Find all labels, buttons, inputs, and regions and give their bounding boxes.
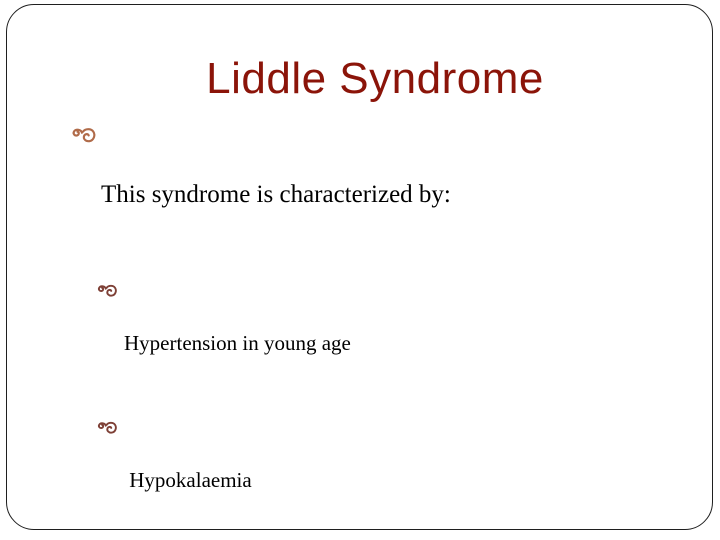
text-line: Hypertension in young age (124, 331, 351, 355)
text-line: Hypokalaemia (124, 468, 252, 492)
text-line: This syndrome is characterized by: (101, 181, 451, 208)
list-item-text: Hypertension in young age (124, 278, 351, 408)
list-item: Hypokalaemia (96, 415, 686, 540)
swirl-ornament-bullet-icon (96, 278, 124, 298)
swirl-ornament-bullet-icon (70, 120, 101, 144)
page-title: Liddle Syndrome (206, 54, 544, 103)
swirl-ornament-bullet-icon (96, 415, 124, 435)
list-item-text: Hypokalaemia (124, 415, 252, 540)
list-item: This syndrome is characterized by: (70, 120, 686, 270)
list-item-text: This syndrome is characterized by: (101, 120, 451, 270)
list-item: Hypertension in young age (96, 278, 686, 408)
slide-body: This syndrome is characterized by: Hyper… (70, 120, 686, 540)
